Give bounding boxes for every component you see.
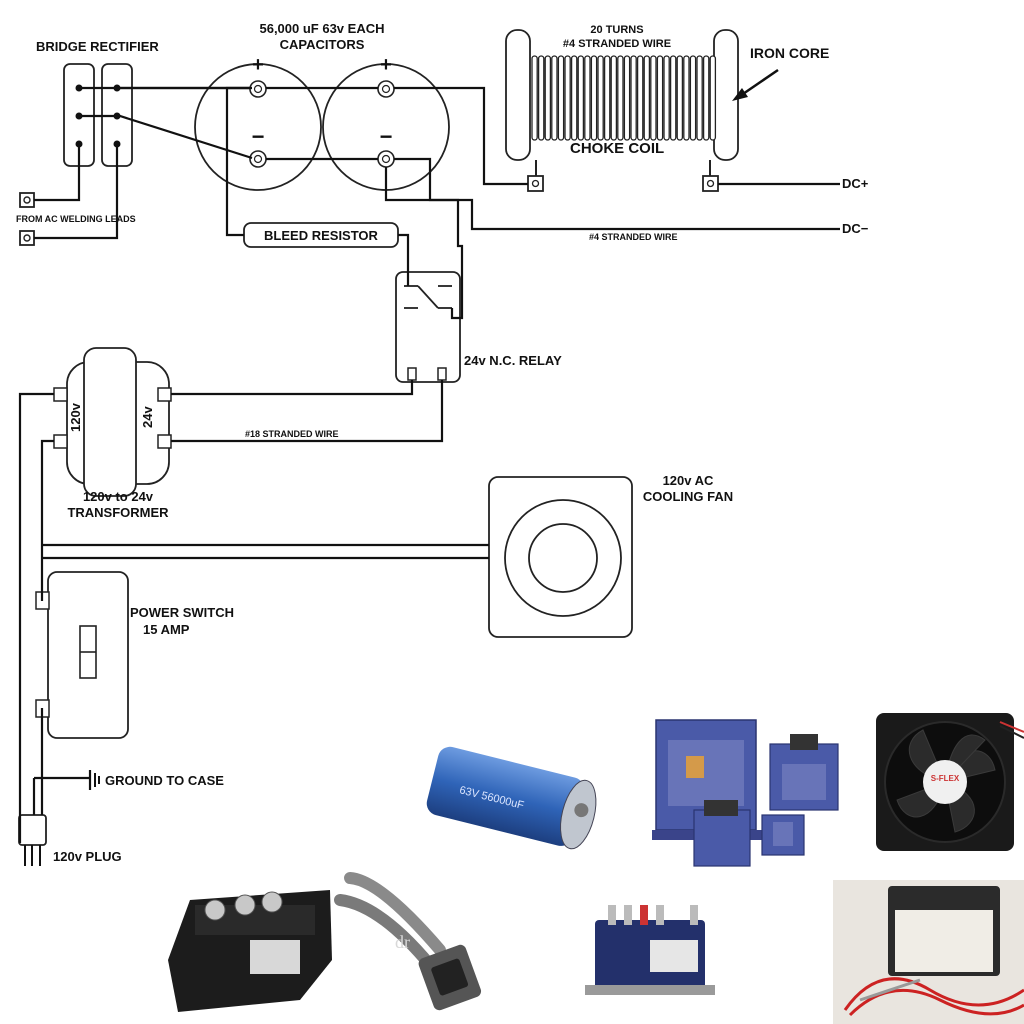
fan-label-2: COOLING FAN xyxy=(643,489,733,504)
coil-turn xyxy=(584,55,591,141)
choke-coil xyxy=(505,29,739,192)
iron-core-arrow xyxy=(739,68,779,98)
heater-element-photo: dr xyxy=(334,872,482,1011)
cooling-fan xyxy=(488,476,633,638)
iron-core-arrowhead xyxy=(732,88,748,101)
coil-turn xyxy=(669,55,677,141)
bridge-rectifier-label: BRIDGE RECTIFIER xyxy=(36,39,159,54)
coil-turn xyxy=(709,55,717,141)
coil-turn xyxy=(702,55,710,141)
fan-photo: S-FLEX xyxy=(876,713,1024,851)
rectifier-module-photo xyxy=(168,890,332,1012)
stranded18-label: #18 STRANDED WIRE xyxy=(245,429,339,439)
capacitors-label-2: CAPACITORS xyxy=(280,37,365,52)
xfmr-label-1: 120v to 24v xyxy=(83,489,154,504)
cap1-minus: − xyxy=(252,124,265,149)
coil-turn xyxy=(689,55,697,141)
dc-plus-label: DC+ xyxy=(842,176,869,191)
coil-turn xyxy=(570,55,578,141)
coil-turn xyxy=(636,55,644,141)
coil-turn xyxy=(537,55,545,141)
capacitor-photo: 63V 56000uF xyxy=(426,746,597,850)
coil-turn xyxy=(590,55,598,141)
coil-turn xyxy=(557,55,565,141)
coil-turn xyxy=(643,55,651,141)
coil-turn xyxy=(577,55,585,141)
ac-terminal-2 xyxy=(19,230,35,246)
plug-label: 120v PLUG xyxy=(53,849,122,864)
ground-label: GROUND TO CASE xyxy=(105,773,224,788)
capacitors-label-1: 56,000 uF 63v EACH xyxy=(259,21,384,36)
ac-input-label: FROM AC WELDING LEADS xyxy=(16,214,136,224)
cap2-minus: − xyxy=(380,124,393,149)
turns-label-1: 20 TURNS xyxy=(590,24,643,36)
coil-turn xyxy=(597,55,604,141)
coil-turn xyxy=(551,55,558,141)
ground-symbol xyxy=(88,770,100,790)
coil-turn xyxy=(650,55,657,141)
coil-turn xyxy=(531,55,538,141)
turns-label-2: #4 STRANDED WIRE xyxy=(563,38,671,50)
coil-turn xyxy=(683,55,690,141)
coil-turn xyxy=(610,55,618,141)
xfmr-label-2: TRANSFORMER xyxy=(67,505,169,520)
fan-brand-text: S-FLEX xyxy=(931,774,960,783)
switch-label-2: 15 AMP xyxy=(143,622,190,637)
coil-turn xyxy=(603,55,611,141)
iron-core-label: IRON CORE xyxy=(750,45,829,61)
fan-label-1: 120v AC xyxy=(663,473,714,488)
coil-turn xyxy=(696,55,703,141)
relay xyxy=(395,271,461,383)
transformer xyxy=(53,347,172,497)
relay-wires-photo xyxy=(833,880,1024,1024)
coil-turn xyxy=(656,55,664,141)
switch-label-1: POWER SWITCH xyxy=(130,605,234,620)
relay-label: 24v N.C. RELAY xyxy=(464,353,562,368)
wiring xyxy=(18,86,840,843)
choke-coil-label: CHOKE COIL xyxy=(570,140,664,157)
watermark-text: dr xyxy=(395,932,410,952)
xfmr-secondary-label: 24v xyxy=(140,406,155,428)
coil-turn xyxy=(544,55,552,141)
cap2-plus: + xyxy=(380,54,392,76)
power-switch xyxy=(35,571,129,739)
relay-photo xyxy=(585,905,715,995)
transformers-photo xyxy=(652,719,839,867)
power-plug xyxy=(18,814,47,866)
stranded4-label: #4 STRANDED WIRE xyxy=(589,232,678,242)
coil-turns xyxy=(531,55,717,141)
coil-turn xyxy=(564,55,571,141)
coil-turn xyxy=(630,55,637,141)
coil-turn xyxy=(676,55,684,141)
xfmr-primary-label: 120v xyxy=(68,402,83,432)
dc-minus-label: DC− xyxy=(842,221,869,236)
cap1-plus: + xyxy=(252,54,264,76)
choke-terminal-out xyxy=(702,175,719,192)
ac-terminal-1 xyxy=(19,192,35,208)
choke-terminal-in xyxy=(527,175,544,192)
bleed-resistor-label: BLEED RESISTOR xyxy=(264,228,379,243)
coil-turn xyxy=(617,55,624,141)
coil-turn xyxy=(623,55,631,141)
coil-turn xyxy=(663,55,670,141)
